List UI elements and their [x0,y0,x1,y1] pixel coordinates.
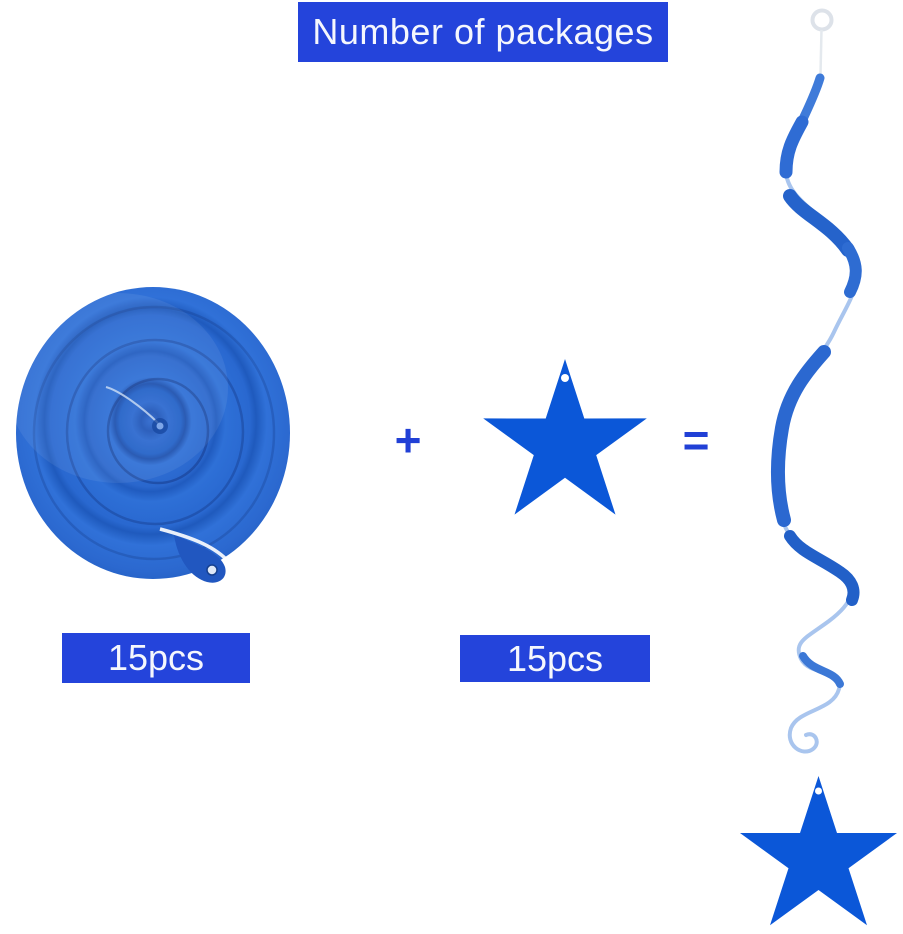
spiral-center-rivet-highlight [156,422,164,430]
plus-sign: + [386,414,430,466]
spiral-count-text: 15pcs [107,637,205,678]
hanging-hook-ring [810,8,834,32]
bottom-star-shape [740,776,897,926]
star-hanging-hole [561,374,569,382]
swirl-bottom-star-image [740,776,897,926]
spiral-disc [8,287,290,583]
equals-sign-glyph: = [682,414,710,466]
hanging-swirl-image [771,8,862,754]
equals-sign: = [674,414,718,466]
star-pendant-image [483,359,647,515]
star-count-text: 15pcs [506,637,604,679]
star-shape [483,359,647,515]
hanging-string [819,29,823,75]
spiral-count-badge: 15pcs [62,633,250,683]
bottom-star-hanging-hole [815,787,822,795]
packages-banner-label: Number of packages [312,11,654,52]
spiral-tail-hole [206,564,218,576]
plus-sign-glyph: + [394,414,422,466]
swirl-ribbon-faces [771,73,862,688]
spiral-decoration-image [8,287,290,583]
packages-banner: Number of packages [298,2,668,62]
star-count-badge: 15pcs [460,635,650,682]
spiral-center-string [105,386,159,424]
